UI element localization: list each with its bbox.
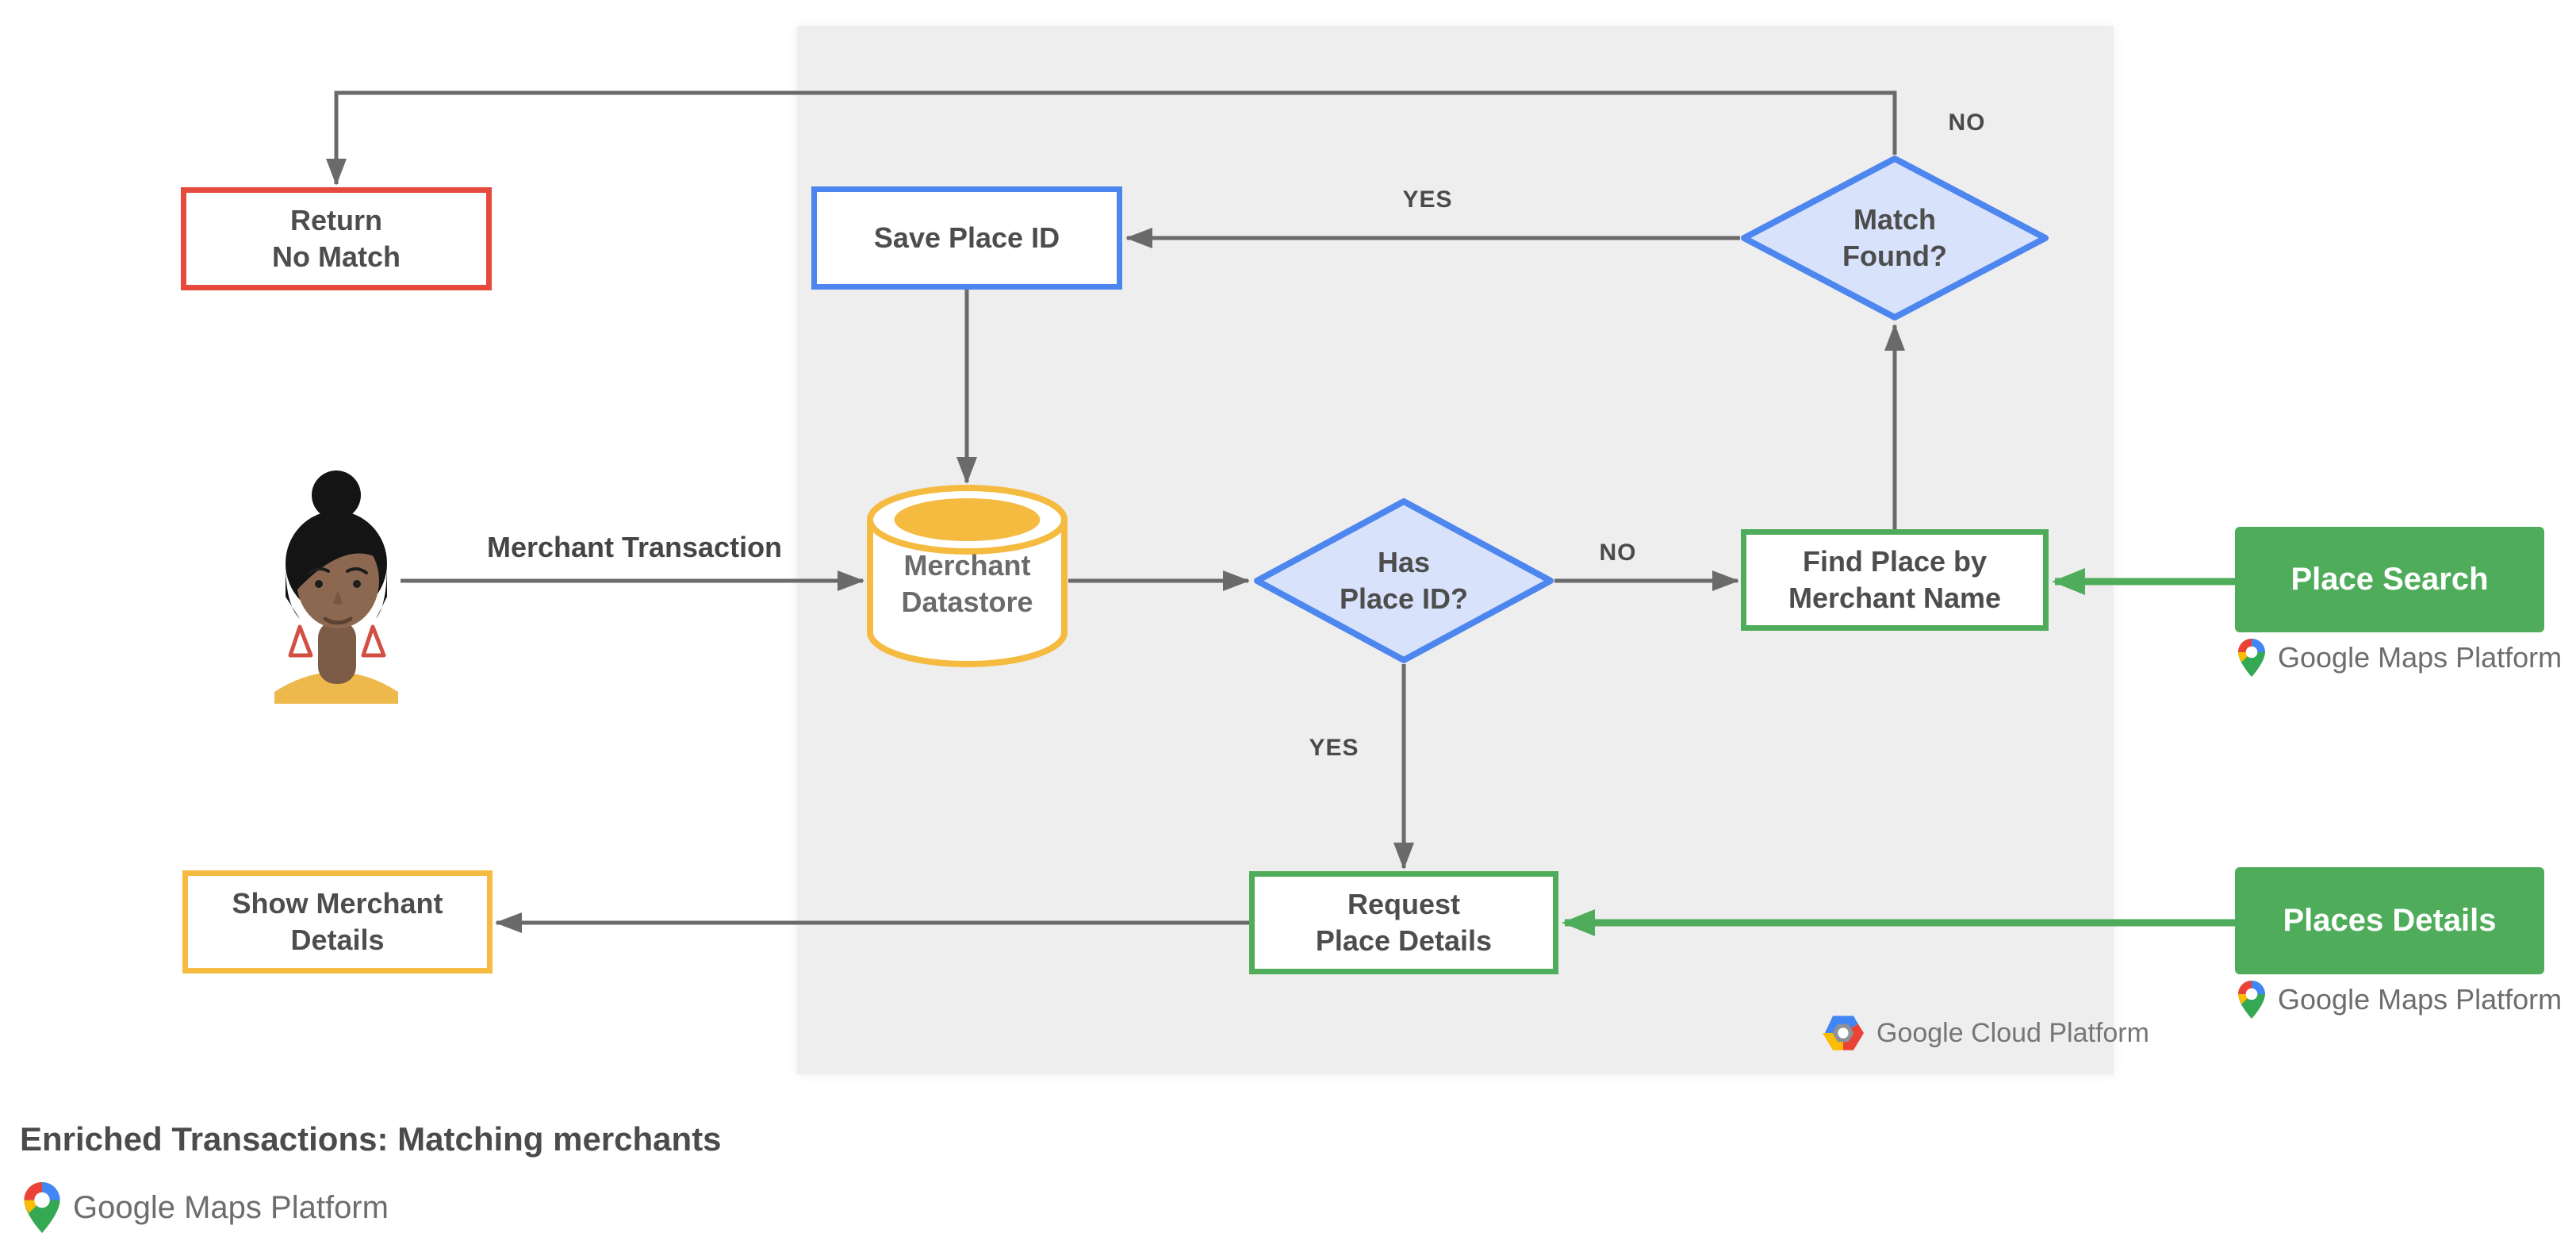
diagram-title: Enriched Transactions: Matching merchant…: [20, 1120, 722, 1158]
merchant-datastore-cylinder: Merchant Datastore: [866, 474, 1068, 669]
has-place-id-decision: Has Place ID?: [1253, 497, 1554, 664]
return-no-match-box: Return No Match: [181, 187, 492, 290]
match-found-label: Match Found?: [1842, 202, 1947, 272]
show-merchant-details-box: Show Merchant Details: [182, 870, 493, 974]
no-label-match-found: NO: [1948, 109, 1986, 136]
diamond-shape: [1254, 498, 1554, 663]
gcp-logo-text: Google Cloud Platform: [1876, 1017, 2149, 1048]
yes-label-match-found: YES: [1402, 186, 1453, 213]
gcp-logo: Google Cloud Platform: [1823, 1016, 2149, 1050]
gmp-logo-text: Google Maps Platform: [2278, 983, 2563, 1016]
person-avatar: [274, 470, 398, 704]
google-maps-pin-icon: [2238, 639, 2265, 677]
gmp-logo-places-details: Google Maps Platform: [2238, 981, 2562, 1019]
google-maps-pin-icon: [24, 1182, 60, 1233]
merchant-transaction-label: Merchant Transaction: [486, 531, 783, 563]
gmp-footer-logo: Google Maps Platform: [24, 1182, 389, 1233]
gmp-logo-place-search: Google Maps Platform: [2238, 639, 2562, 677]
place-search-api-box: Place Search: [2235, 527, 2544, 632]
match-found-decision: Match Found?: [1740, 155, 2049, 321]
gmp-logo-text: Google Maps Platform: [73, 1189, 389, 1225]
google-maps-pin-icon: [2238, 981, 2265, 1019]
places-details-api-box: Places Details: [2235, 867, 2544, 974]
merchant-datastore-label: Merchant Datastore: [901, 549, 1033, 619]
save-place-id-box: Save Place ID: [811, 186, 1122, 290]
no-label-has-place-id: NO: [1599, 540, 1637, 566]
gmp-logo-text: Google Maps Platform: [2278, 641, 2563, 674]
google-cloud-hexagon-icon: [1823, 1016, 1864, 1050]
yes-label-has-place-id: YES: [1309, 735, 1359, 761]
database-icon: [867, 485, 1068, 667]
request-place-details-box: Request Place Details: [1249, 871, 1558, 974]
has-place-id-label: Has Place ID?: [1339, 545, 1469, 615]
find-place-by-merchant-name-box: Find Place by Merchant Name: [1741, 529, 2049, 631]
edge-match-found-no-to-return: [326, 90, 1897, 186]
diamond-shape: [1741, 156, 2049, 321]
